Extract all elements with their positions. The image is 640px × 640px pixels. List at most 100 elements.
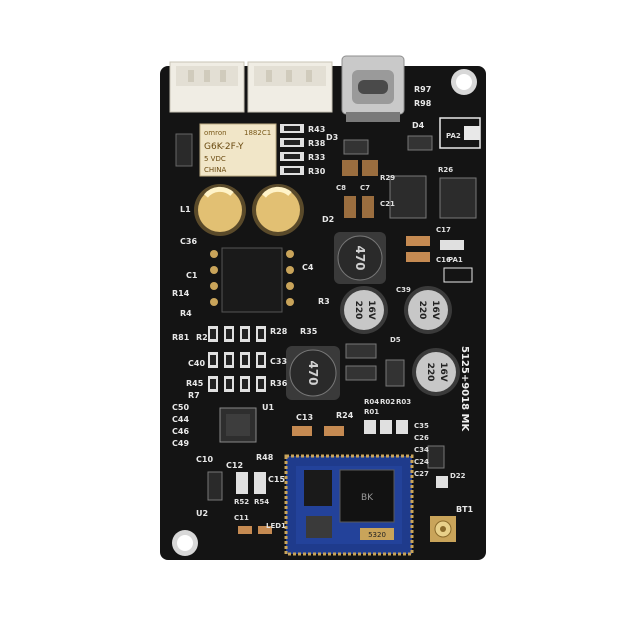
connector-left — [169, 61, 245, 113]
silk-C11: C11 — [234, 514, 249, 522]
silk-R98: R98 — [414, 99, 432, 108]
silk-C34: C34 — [414, 446, 429, 454]
silk-C36: C36 — [180, 237, 197, 246]
qfn-chip — [219, 407, 257, 443]
dip-ic — [210, 247, 294, 313]
silk-R97: R97 — [414, 85, 431, 94]
relay: omron 1882C1 G6K-2F-Y 5 VDC CHINA — [199, 123, 277, 177]
silk-C24: C24 — [414, 458, 429, 466]
relay-brand: omron — [204, 129, 227, 137]
antenna-connector — [430, 516, 456, 542]
silk-C10: C10 — [196, 455, 213, 464]
electrolytic-cap-yellow-1 — [194, 184, 246, 236]
silk-R54: R54 — [254, 498, 269, 506]
smd-components-bottom — [207, 420, 448, 534]
electrolytic-cap-gray-3: 16V 220 — [412, 348, 460, 396]
cap-3-line2: 220 — [425, 363, 435, 382]
bluetooth-module: BK 5320 — [284, 454, 414, 556]
silk-D2: D2 — [322, 215, 334, 224]
silk-R4: R4 — [180, 309, 192, 318]
cap-2-line2: 220 — [417, 301, 427, 320]
relay-part: G6K-2F-Y — [204, 142, 244, 152]
cap-3-line1: 16V — [438, 362, 448, 382]
silk-C46: C46 — [172, 427, 189, 436]
inductor-top: 470 — [334, 232, 386, 284]
silk-C17: C17 — [436, 226, 451, 234]
silk-C40: C40 — [188, 359, 205, 368]
electrolytic-cap-yellow-2 — [252, 184, 304, 236]
silk-C8: C8 — [336, 184, 346, 192]
cap-2-line1: 16V — [430, 300, 440, 320]
silk-C26: C26 — [414, 434, 429, 442]
silk-C39: C39 — [396, 286, 411, 294]
silk-C4: C4 — [302, 263, 314, 272]
mounting-hole-top-right — [451, 69, 477, 95]
silk-C21: C21 — [380, 200, 395, 208]
electrolytic-cap-gray-2: 16V 220 — [404, 286, 452, 334]
silk-R29: R29 — [380, 174, 395, 182]
silk-R04: R04 — [364, 398, 379, 406]
silk-R30: R30 — [308, 167, 326, 176]
inductor-bottom-value: 470 — [306, 360, 320, 385]
silk-C13: C13 — [296, 413, 313, 422]
bt-small-text: 5320 — [368, 531, 386, 539]
silk-R26: R26 — [438, 166, 453, 174]
silk-R3: R3 — [318, 297, 330, 306]
silk-R24: R24 — [336, 411, 354, 420]
silk-D4: D4 — [412, 121, 425, 130]
silk-R7: R7 — [188, 391, 200, 400]
silk-D5: D5 — [390, 336, 401, 344]
silk-U1: U1 — [262, 403, 274, 412]
resistor-column — [280, 124, 304, 175]
silk-PA2: PA2 — [446, 132, 461, 140]
silk-C12: C12 — [226, 461, 243, 470]
silk-C33: C33 — [270, 357, 287, 366]
silk-LED1: LED1 — [266, 522, 286, 530]
cap-1-line1: 16V — [366, 300, 376, 320]
silk-R36: R36 — [270, 379, 288, 388]
silk-R38: R38 — [308, 139, 326, 148]
resistor-rows-middle — [208, 326, 405, 392]
silk-C44: C44 — [172, 415, 189, 424]
inductor-bottom: 470 — [286, 346, 340, 400]
relay-code: 1882C1 — [244, 129, 271, 137]
silk-C35: C35 — [414, 422, 429, 430]
electrolytic-cap-gray-1: 16V 220 — [340, 286, 388, 334]
pa2-outline — [439, 117, 481, 149]
silk-L1: L1 — [180, 205, 191, 214]
silk-C49: C49 — [172, 439, 189, 448]
silk-C15: C15 — [268, 475, 285, 484]
mounting-hole-bottom-left — [172, 530, 198, 556]
silk-C16: C16 — [436, 256, 451, 264]
relay-origin: CHINA — [204, 166, 226, 174]
silk-D3: D3 — [326, 133, 338, 142]
silk-D22: D22 — [450, 472, 466, 480]
silk-R35: R35 — [300, 327, 318, 336]
connector-right — [247, 61, 333, 113]
smd-components-top — [175, 133, 477, 283]
relay-voltage: 5 VDC — [204, 155, 226, 163]
silk-C50: C50 — [172, 403, 189, 412]
silk-C1: C1 — [186, 271, 198, 280]
silk-R2: R2 — [196, 333, 208, 342]
silk-R01: R01 — [364, 408, 379, 416]
silk-R48: R48 — [256, 453, 274, 462]
usb-c-port — [341, 55, 405, 122]
silk-R81: R81 — [172, 333, 190, 342]
silk-U2: U2 — [196, 509, 208, 518]
silk-C27: C27 — [414, 470, 429, 478]
silk-R28: R28 — [270, 327, 288, 336]
silk-R14: R14 — [172, 289, 190, 298]
inductor-top-value: 470 — [353, 245, 367, 270]
cap-1-line2: 220 — [353, 301, 363, 320]
silk-C7: C7 — [360, 184, 370, 192]
silk-PA1: PA1 — [448, 256, 463, 264]
silk-R52: R52 — [234, 498, 249, 506]
silk-R45: R45 — [186, 379, 204, 388]
board-model-label: 5125+9018 MK — [459, 346, 470, 432]
silk-BT1: BT1 — [456, 505, 474, 514]
silk-R43: R43 — [308, 125, 325, 134]
silk-R03: R03 — [396, 398, 411, 406]
silk-R02: R02 — [380, 398, 395, 406]
